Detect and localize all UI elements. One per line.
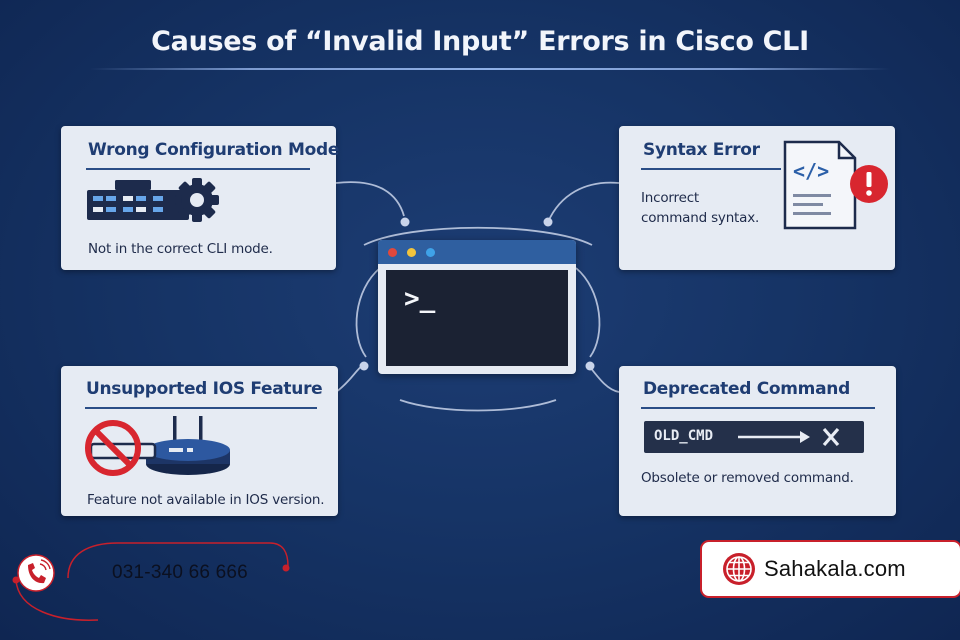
connector-node [585,361,595,371]
connector-node [543,217,553,227]
connector-node [359,361,369,371]
card-unsupported-ios-feature: Unsupported IOS Feature Feature not avai… [61,366,338,516]
page-title: Causes of “Invalid Input” Errors in Cisc… [151,26,809,57]
terminal-prompt: >_ [404,284,436,314]
maximize-dot [426,248,435,257]
card-description: Feature not available in IOS version. [87,492,325,508]
card-deprecated-command: Deprecated Command OLD_CMD Obsolete or r… [619,366,896,516]
card-wrong-configuration-mode: Wrong Configuration Mode Not in the corr… [61,126,340,270]
arrow-to-x-icon [738,427,840,447]
card-description-line: command syntax. [641,210,760,226]
code-document-error-icon: </> [783,140,888,230]
svg-text:</>: </> [793,159,829,183]
card-divider [641,168,781,170]
website-url: Sahakala.com [764,556,906,581]
card-syntax-error: Syntax Error Incorrect command syntax. <… [619,126,895,270]
command-box: OLD_CMD [644,421,864,453]
connector-node [400,217,410,227]
card-description: Obsolete or removed command. [641,470,854,486]
close-dot [388,248,397,257]
card-title: Unsupported IOS Feature [86,379,323,399]
phone-contact[interactable]: 031-340 66 666 [8,540,298,626]
router-gear-icon [87,178,219,222]
old-command: OLD_CMD [654,428,714,444]
phone-frame-decoration [12,542,290,621]
card-description-line: Incorrect [641,190,700,206]
card-title: Syntax Error [643,140,760,160]
minimize-dot [407,248,416,257]
card-description: Not in the correct CLI mode. [88,241,273,257]
terminal-screen: >_ [386,270,568,366]
card-divider [86,168,310,170]
card-title: Wrong Configuration Mode [88,140,340,160]
phone-number: 031-340 66 666 [112,562,248,583]
card-divider [85,407,317,409]
globe-icon [723,553,755,585]
card-title: Deprecated Command [643,379,850,399]
prohibited-router-icon [85,416,230,476]
title-divider [90,68,890,70]
card-divider [641,407,875,409]
terminal-window: >_ [378,240,576,374]
terminal-title-bar [378,240,576,264]
website-badge[interactable]: Sahakala.com [700,540,960,598]
